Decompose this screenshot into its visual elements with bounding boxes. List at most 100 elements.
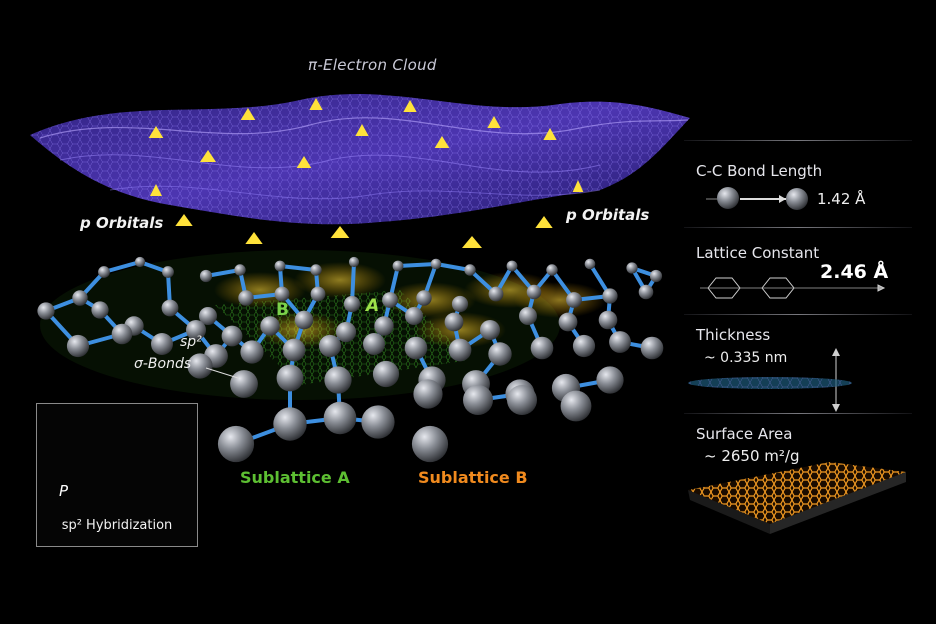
p-orbital-arrow: [200, 150, 216, 192]
surface-area-value: ~ 2650 m²/g: [704, 447, 800, 465]
carbon-atom: [274, 286, 290, 302]
p-orbital-arrow: [403, 100, 417, 148]
thickness-value: ~ 0.335 nm: [704, 350, 788, 366]
carbon-atom: [230, 370, 258, 398]
panel-divider: [684, 227, 912, 228]
carbon-atom: [37, 302, 55, 320]
carbon-atom: [372, 360, 400, 388]
carbon-atom: [162, 266, 174, 278]
carbon-atom: [404, 336, 428, 360]
surface-area-title: Surface Area: [696, 425, 793, 443]
carbon-atom: [151, 333, 173, 355]
panel-divider: [684, 140, 912, 141]
bond-length-value: 1.42 Å: [817, 190, 866, 208]
carbon-atom: [91, 301, 109, 319]
p-orbital-arrow: [535, 216, 553, 270]
carbon-atom: [598, 310, 618, 330]
carbon-atom: [382, 292, 398, 308]
carbon-atom: [276, 364, 304, 392]
carbon-atom: [161, 299, 179, 317]
carbon-atom: [413, 379, 443, 409]
p-orbital-arrow: [148, 126, 164, 162]
carbon-atom: [310, 264, 322, 276]
carbon-atom: [361, 405, 395, 439]
sp2-label: sp²: [180, 334, 202, 350]
carbon-atom: [72, 290, 88, 306]
hybridization-label: sp² Hybridization: [61, 518, 173, 533]
carbon-atom: [294, 310, 314, 330]
carbon-atom: [282, 338, 306, 362]
carbon-atom: [416, 290, 432, 306]
carbon-atom: [609, 331, 631, 353]
carbon-atom: [546, 264, 558, 276]
sigma-bond-pointer: [205, 367, 239, 379]
carbon-atom: [560, 390, 592, 422]
p-orbital-arrow: [572, 180, 584, 206]
p-orbital-arrow: [434, 136, 450, 170]
carbon-atom: [187, 353, 213, 379]
carbon-atom: [488, 286, 504, 302]
electron-glow: [414, 312, 506, 348]
lattice-constant-graphic: [700, 277, 886, 299]
electron-glow: [214, 272, 306, 308]
p-orbital-arrow: [543, 128, 557, 164]
p-orbital-arrow: [309, 98, 323, 134]
carbon-atom: [98, 266, 110, 278]
p-orbitals-label-right: p Orbitals: [566, 206, 650, 224]
carbon-atom: [392, 260, 404, 272]
carbon-atom: [238, 290, 254, 306]
carbon-atom: [374, 316, 394, 336]
p-orbital-arrow: [150, 184, 162, 218]
carbon-atom: [451, 295, 469, 313]
carbon-atom: [234, 264, 246, 276]
carbon-atom: [530, 336, 554, 360]
carbon-atom: [324, 366, 352, 394]
carbon-atom: [221, 325, 243, 347]
sigma-bond: [434, 262, 472, 272]
sublattice-b-label: Sublattice B: [418, 468, 528, 487]
electron-cloud-title: π-Electron Cloud: [308, 56, 437, 74]
lattice-constant-value: 2.46 Å: [820, 261, 889, 283]
carbon-atom: [260, 316, 280, 336]
p-orbital-arrow: [240, 108, 256, 144]
carbon-atom: [584, 258, 596, 270]
bond-length-title: C-C Bond Length: [696, 162, 823, 180]
hybridization-inset: P sp² Hybridization: [36, 403, 198, 547]
carbon-atom: [411, 425, 449, 463]
carbon-atom: [134, 256, 146, 268]
p-orbital-arrow: [296, 156, 312, 198]
panel-divider: [684, 413, 912, 414]
carbon-atom: [323, 401, 357, 435]
carbon-atom: [199, 307, 217, 325]
sigma-bonds-label: σ-Bonds: [134, 356, 192, 372]
sublattice-a-label: Sublattice A: [240, 468, 350, 487]
carbon-atom: [649, 269, 663, 283]
carbon-atom: [111, 323, 133, 345]
sublattice-b-marker: B: [276, 300, 289, 320]
carbon-atom: [566, 292, 582, 308]
carbon-atom: [66, 334, 90, 358]
carbon-atom: [638, 284, 654, 300]
carbon-atom: [274, 260, 286, 272]
carbon-atom: [596, 366, 624, 394]
carbon-atom: [343, 295, 361, 313]
sigma-bond: [396, 262, 438, 268]
sigma-bond: [102, 260, 142, 274]
p-orbital-label: P: [59, 482, 69, 500]
carbon-atom: [217, 425, 255, 463]
carbon-atom: [448, 338, 472, 362]
carbon-atom: [430, 258, 442, 270]
p-orbital-arrow: [175, 214, 193, 252]
panel-divider: [684, 314, 912, 315]
carbon-atom: [335, 321, 357, 343]
carbon-atom: [507, 385, 537, 415]
bond-length-graphic: [706, 187, 808, 210]
thickness-graphic: [688, 348, 852, 412]
p-orbital-arrow: [462, 236, 482, 282]
carbon-atom: [602, 288, 618, 304]
lattice-constant-title: Lattice Constant: [696, 244, 820, 262]
surface-area-graphic: [688, 462, 906, 534]
carbon-atom: [572, 334, 596, 358]
graphene-lattice: [37, 250, 664, 463]
carbon-atom: [199, 269, 213, 283]
